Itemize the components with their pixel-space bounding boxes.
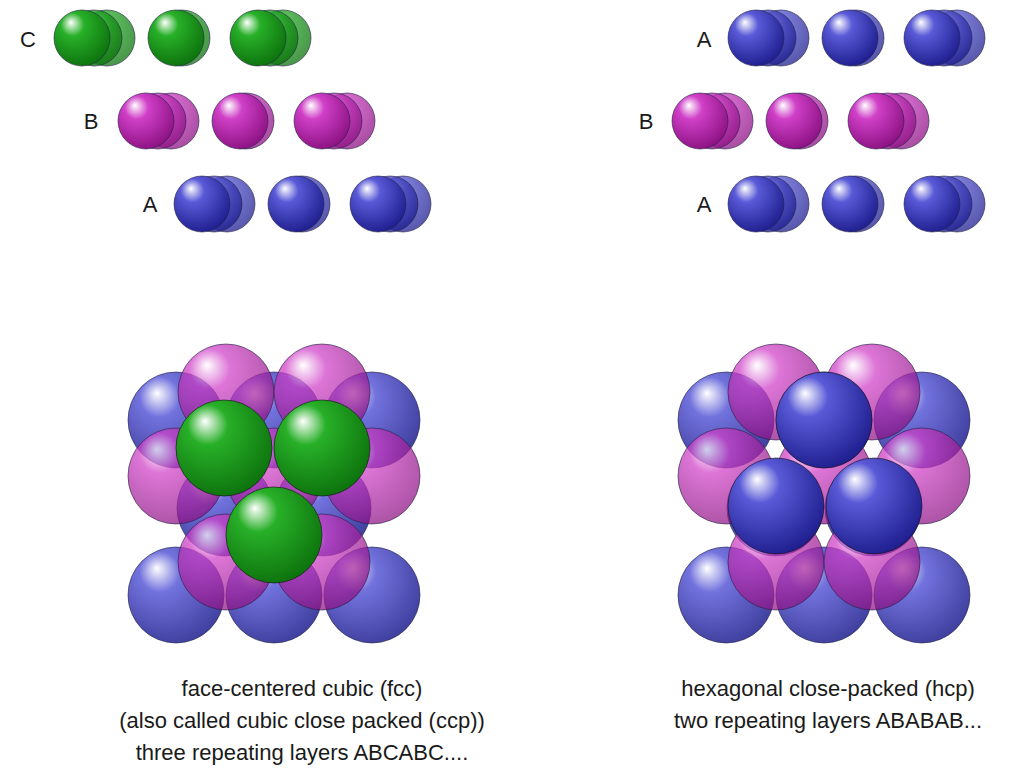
caption-line: hexagonal close-packed (hcp) [681,676,975,702]
atom-sphere [728,458,824,554]
caption-line: three repeating layers ABCABC.... [136,740,469,766]
atom-sphere [848,93,904,149]
layer-letter: B [84,109,99,135]
atom-sphere [904,176,960,232]
caption-line: face-centered cubic (fcc) [182,676,423,702]
atom-sphere [54,10,110,66]
atom-sphere [822,10,878,66]
atom-sphere [776,372,872,468]
atom-sphere [728,176,784,232]
atom-sphere [148,10,204,66]
atom-sphere [212,93,268,149]
atom-sphere [274,400,370,496]
atom-sphere [294,93,350,149]
atom-sphere [776,372,872,468]
atom-sphere [174,176,230,232]
atom-sphere [822,176,878,232]
layer-letter: A [143,192,158,218]
atom-sphere [350,176,406,232]
layer-letter: A [697,27,712,53]
atom-sphere [118,93,174,149]
atom-sphere [268,176,324,232]
layer-letter: A [697,192,712,218]
atom-sphere [766,93,822,149]
caption-line: (also called cubic close packed (ccp)) [119,708,485,734]
atom-sphere [672,93,728,149]
layer-letter: B [639,109,654,135]
atom-sphere [176,400,272,496]
atom-sphere [826,458,922,554]
atom-sphere [226,487,322,583]
atom-sphere [230,10,286,66]
layer-letter: C [20,27,36,53]
atom-sphere [904,10,960,66]
atom-sphere [728,10,784,66]
caption-line: two repeating layers ABABAB... [674,708,982,734]
